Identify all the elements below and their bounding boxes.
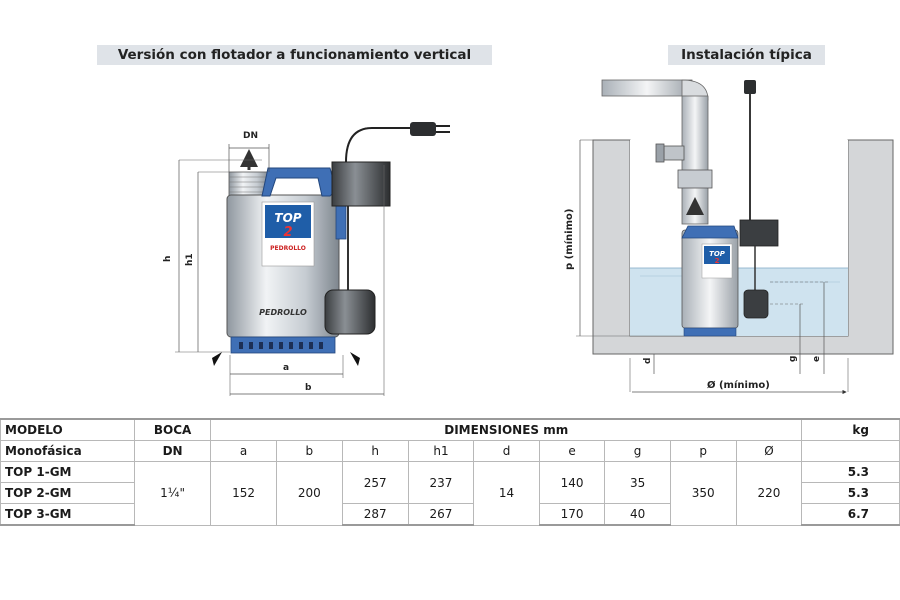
discharge-pipe-horizontal	[601, 79, 693, 97]
badge-brand-text: PEDROLLO	[270, 245, 306, 252]
switch-box	[331, 161, 391, 207]
label-a: a	[283, 363, 289, 373]
table-header-row-2: Monofásica DN a b h h1 d e g p Ø	[0, 440, 900, 462]
header-dn: DN	[134, 440, 212, 462]
installation-drawing: TOP 2 p (mínimo) d g e Ø (mínimo)	[563, 79, 894, 395]
cell-e-2: 170	[538, 503, 606, 526]
model-top2: TOP 2-GM	[0, 482, 136, 504]
cell-g-2: 40	[604, 503, 671, 526]
table-row: TOP 3-GM 287 267 170 40 6.7	[0, 503, 900, 526]
pump-dimension-drawing: TOP 2 PEDROLLO PEDROLLO DN h h1 a b	[163, 122, 450, 396]
float-ball	[324, 289, 376, 335]
heading-typical-installation: Instalación típica	[668, 45, 825, 65]
water	[630, 268, 848, 336]
label-g: g	[788, 356, 798, 362]
install-badge-top: TOP	[709, 250, 726, 258]
cell-kg-top1: 5.3	[801, 461, 900, 483]
label-p: p (mínimo)	[563, 209, 575, 270]
badge-number-text: 2	[283, 225, 292, 240]
header-col-e: e	[538, 440, 606, 462]
header-boca: BOCA	[134, 418, 212, 441]
check-valve	[663, 145, 685, 161]
cell-g-1: 35	[604, 461, 671, 504]
heading-vertical-float-version: Versión con flotador a funcionamiento ve…	[97, 45, 492, 65]
cell-h-2: 287	[341, 503, 409, 526]
cell-boca: 1¼"	[134, 461, 212, 526]
label-d: d	[643, 358, 653, 364]
header-modelo: MODELO	[0, 418, 136, 441]
label-dn: DN	[243, 131, 258, 141]
label-e: e	[812, 356, 822, 362]
support-arrow-left	[212, 352, 222, 366]
support-arrow-right	[350, 352, 360, 366]
header-col-h: h	[341, 440, 409, 462]
model-top3: TOP 3-GM	[0, 503, 136, 526]
cell-kg-top2: 5.3	[801, 482, 900, 504]
header-col-a: a	[210, 440, 277, 462]
cell-diameter: 220	[735, 461, 803, 526]
header-col-p: p	[669, 440, 737, 462]
label-diameter: Ø (mínimo)	[707, 379, 770, 391]
cell-p: 350	[669, 461, 737, 526]
install-switch-box	[739, 219, 779, 247]
cell-h1-2: 267	[407, 503, 475, 526]
table-row: TOP 1-GM 1¼" 152 200 257 237 14 140 35 3…	[0, 461, 900, 526]
cell-h-1: 257	[341, 461, 409, 504]
label-h1: h1	[185, 253, 195, 266]
top2-badge	[265, 205, 311, 238]
body-brand-text: PEDROLLO	[259, 308, 307, 317]
table-row: TOP 2-GM 5.3	[0, 482, 900, 504]
dimensions-table: MODELO BOCA DIMENSIONES mm kg Monofásica…	[0, 418, 900, 526]
power-plug	[410, 122, 436, 136]
cell-d: 14	[473, 461, 540, 526]
header-col-h1: h1	[407, 440, 475, 462]
header-monofasica: Monofásica	[0, 440, 136, 462]
table-header-row-1: MODELO BOCA DIMENSIONES mm kg	[0, 418, 900, 441]
header-col-g: g	[604, 440, 671, 462]
header-col-diameter: Ø	[735, 440, 803, 462]
badge-top-text: TOP	[274, 211, 301, 225]
header-col-b: b	[275, 440, 343, 462]
cell-h1-1: 237	[407, 461, 475, 504]
power-cable	[345, 127, 410, 163]
header-kg: kg	[801, 418, 900, 441]
cell-b: 200	[275, 461, 343, 526]
label-b: b	[305, 383, 312, 393]
cell-a: 152	[210, 461, 277, 526]
cell-e-1: 140	[538, 461, 606, 504]
install-float	[743, 289, 769, 319]
cell-kg-top3: 6.7	[801, 503, 900, 526]
label-h: h	[163, 256, 173, 262]
header-col-d: d	[473, 440, 540, 462]
install-badge-number: 2	[715, 257, 720, 265]
header-dimensiones: DIMENSIONES mm	[210, 418, 803, 441]
model-top1: TOP 1-GM	[0, 461, 136, 483]
